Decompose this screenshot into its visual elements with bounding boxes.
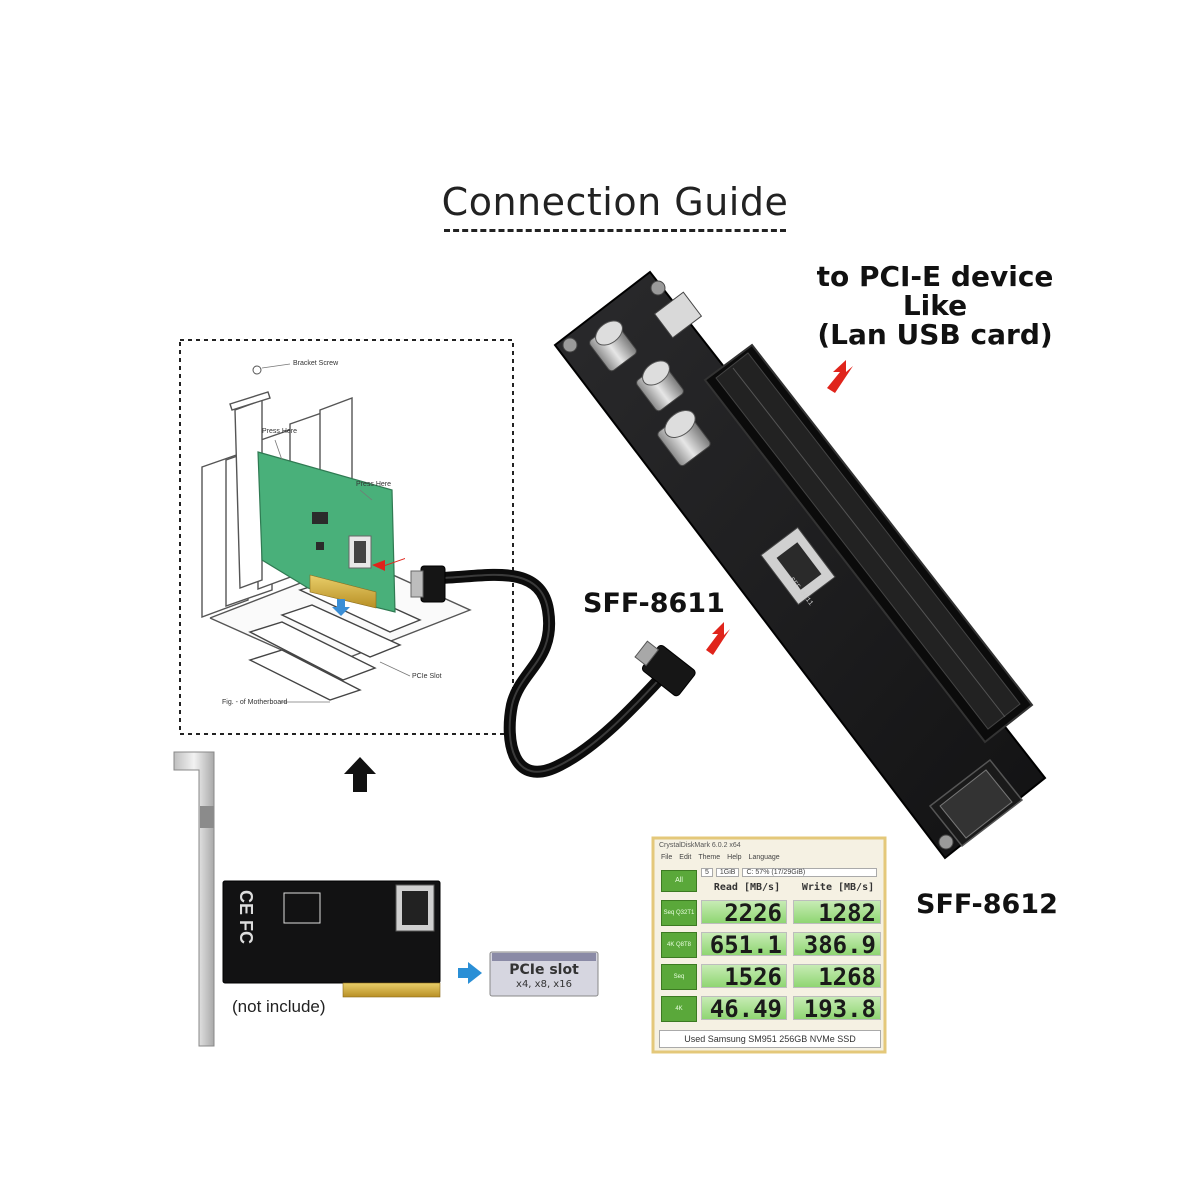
riser-sff-port (760, 526, 836, 606)
benchmark-menu-file[interactable]: File (661, 854, 673, 861)
sff-cable (431, 568, 674, 778)
benchmark-write-value: 386.9 (793, 932, 881, 957)
benchmark-row: 4K 46.49 193.8 (655, 996, 887, 1024)
benchmark-read-value: 651.1 (701, 932, 787, 957)
capacitors (589, 320, 711, 467)
sff8611-red-arrow-icon (706, 622, 730, 655)
bracket-screw-label: Bracket Screw (293, 360, 339, 367)
benchmark-read-value: 1526 (701, 964, 787, 989)
benchmark-write-value: 1268 (793, 964, 881, 989)
benchmark-write-header: Write [MB/s] (801, 882, 875, 893)
benchmark-all-button[interactable]: All (661, 870, 697, 892)
benchmark-read-value: 2226 (701, 900, 787, 925)
green-adapter-card-drawing (257, 451, 396, 613)
sff8612-label: SFF-8612 (916, 889, 1058, 920)
riser-board (553, 270, 1047, 860)
benchmark-size-select[interactable]: 1GiB (715, 868, 740, 877)
motherboard-label: Fig. - of Motherboard (222, 699, 288, 706)
bracket-drawing (229, 391, 271, 589)
benchmark-menu-theme[interactable]: Theme (698, 854, 721, 861)
pcie-device-line-1: to PCI-E device (816, 260, 1054, 293)
not-include-label: (not include) (232, 997, 326, 1016)
pcie-device-label: to PCI-E device Like (Lan USB card) (790, 262, 1080, 349)
pcie-slot-chip-title: PCIe slot (509, 962, 579, 978)
benchmark-footer-comment: Used Samsung SM951 256GB NVMe SSD (659, 1030, 881, 1048)
benchmark-row: Seq Q32T1 2226 1282 (655, 900, 887, 928)
bottom-blue-arrow-icon (458, 962, 482, 984)
port-red-arrow-icon (372, 558, 405, 571)
riser-sata-power-connector (928, 758, 1024, 848)
pcie-slot-chip-sub: x4, x8, x16 (516, 979, 572, 990)
pcie-slot-chip (489, 951, 599, 997)
benchmark-window: CrystalDiskMark 6.0.2 x64 File Edit Them… (655, 840, 883, 1050)
benchmark-window-title: CrystalDiskMark 6.0.2 x64 (659, 842, 741, 849)
installation-dashed-box (179, 339, 514, 735)
riser-pcie-x16-slot (703, 343, 1034, 744)
benchmark-count-select[interactable]: 5 (701, 868, 713, 877)
benchmark-menu: File Edit Theme Help Language (661, 854, 780, 861)
benchmark-row: 4K Q8T8 651.1 386.9 (655, 932, 887, 960)
benchmark-drive-select[interactable]: C: 57% (17/29GiB) (742, 868, 877, 877)
benchmark-write-value: 193.8 (793, 996, 881, 1021)
benchmark-row: Seq 1526 1268 (655, 964, 887, 992)
riser-regulator (653, 291, 703, 339)
benchmark-read-header: Read [MB/s] (713, 882, 781, 893)
benchmark-menu-language[interactable]: Language (748, 854, 780, 861)
adapter-ce-fc-mark: CE FC (236, 890, 256, 944)
title-dashed-underline (444, 229, 786, 232)
cable-connector-left (410, 565, 446, 603)
page-title: Connection Guide (441, 180, 789, 224)
pcie-device-red-arrow-icon (827, 360, 853, 393)
bracket-screw-icon (252, 365, 262, 375)
pcie-device-line-3: (Lan USB card) (817, 318, 1053, 351)
insert-arrow-icon (332, 599, 350, 616)
cable-connector-right (634, 640, 696, 697)
benchmark-row-test-button[interactable]: Seq Q32T1 (661, 900, 697, 926)
press-here-label-1: Press Here (262, 428, 298, 435)
benchmark-menu-help[interactable]: Help (727, 854, 742, 861)
benchmark-write-value: 1282 (793, 900, 881, 925)
benchmark-row-test-button[interactable]: Seq (661, 964, 697, 990)
press-here-label-2: Press Here (356, 481, 392, 488)
bottom-adapter-card (173, 751, 441, 1047)
benchmark-row-test-button[interactable]: 4K (661, 996, 697, 1022)
benchmark-selectors: 5 1GiB C: 57% (17/29GiB) (701, 868, 877, 877)
benchmark-read-value: 46.49 (701, 996, 787, 1021)
pcie-slot-label: PCIe Slot (412, 673, 442, 680)
up-arrow-icon (344, 757, 376, 792)
benchmark-menu-edit[interactable]: Edit (679, 854, 692, 861)
benchmark-row-test-button[interactable]: 4K Q8T8 (661, 932, 697, 958)
sff8611-label: SFF-8611 (583, 588, 725, 619)
pcie-device-line-2: Like (902, 289, 968, 322)
